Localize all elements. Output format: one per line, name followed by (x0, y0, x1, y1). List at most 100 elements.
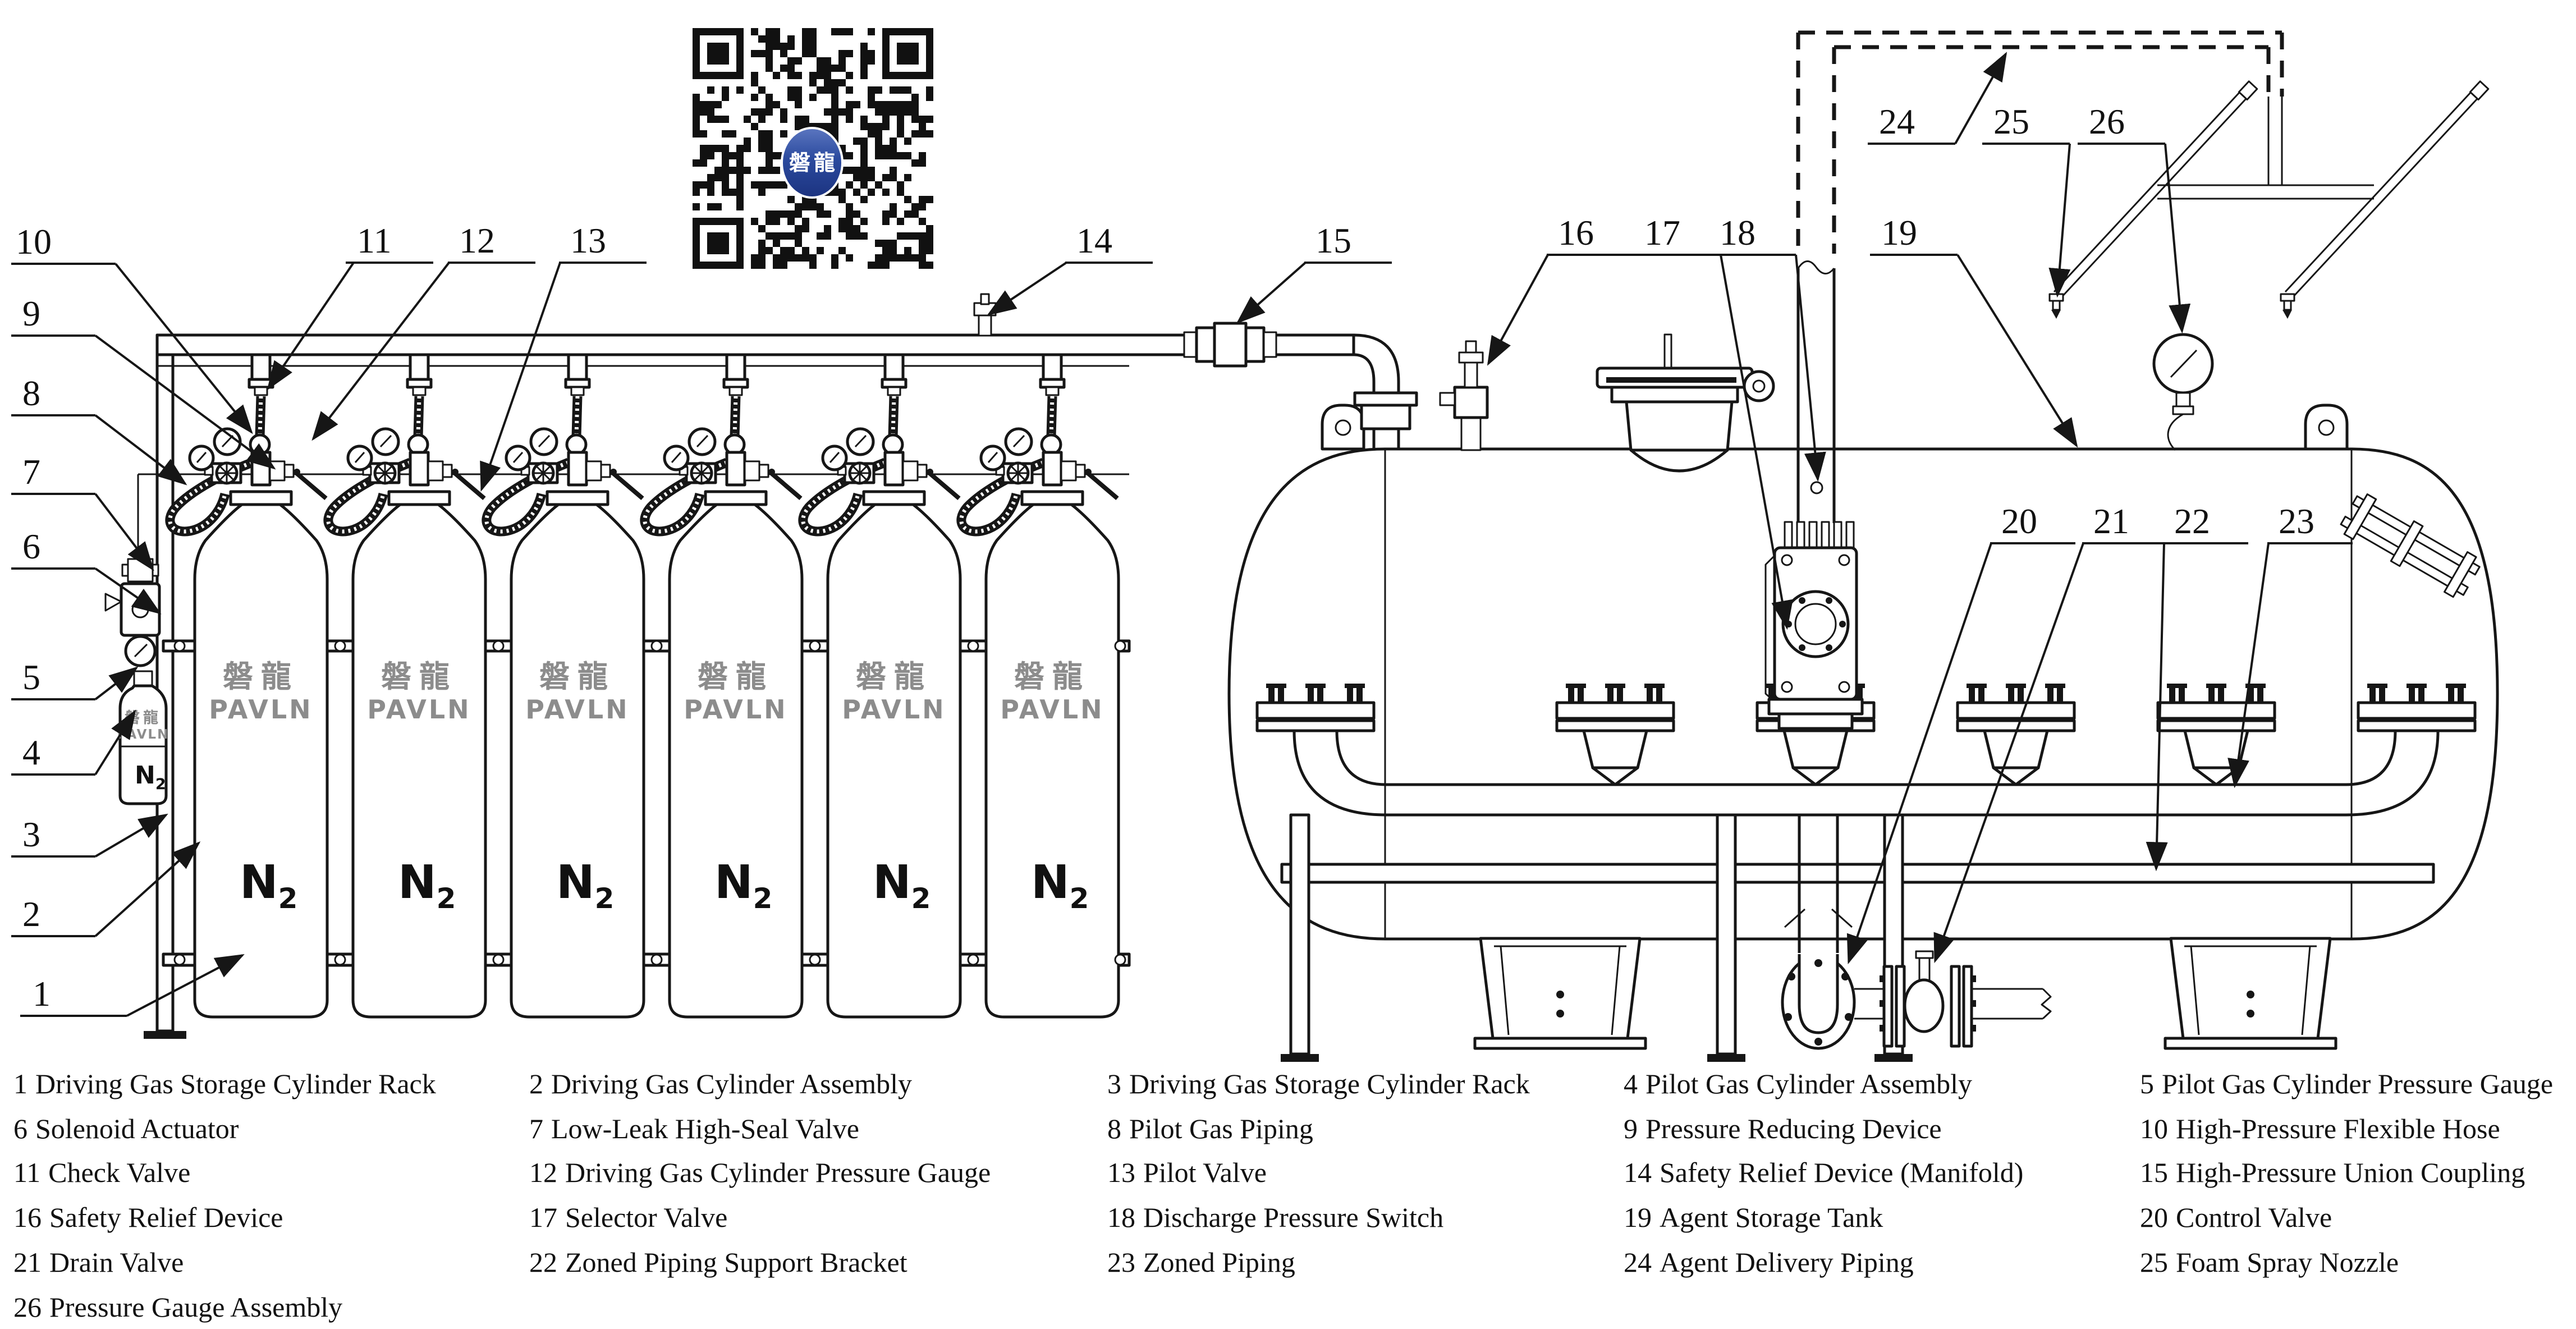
callout-number: 7 (22, 452, 40, 492)
driving-gas-manifold-pipe (155, 333, 1355, 356)
cylinder-label-1: 磐龍 PAVLN N2 (209, 659, 313, 915)
cylinder-brand-en: PAVLN (842, 694, 946, 725)
callout-7: 7 (11, 452, 154, 571)
callout-5: 5 (11, 657, 139, 700)
callout-25: 25 (1982, 102, 2071, 298)
cylinder-gas-label: N2 (398, 856, 456, 915)
callout-number: 3 (22, 814, 40, 854)
pilot-gas-label: N2 (135, 761, 166, 793)
callout-number: 4 (22, 732, 40, 772)
callout-number: 17 (1644, 213, 1680, 253)
callout-16: 16 (1487, 213, 1634, 366)
callout-number: 21 (2093, 501, 2129, 541)
callout-3: 3 (11, 813, 168, 858)
driving-gas-cylinders (170, 355, 1119, 1017)
callout-23: 23 (2227, 501, 2353, 789)
lifting-lug-left (1322, 405, 1364, 449)
cylinder-gas-label: N2 (714, 856, 772, 915)
callout-17: 17 (1633, 213, 1793, 630)
callout-number: 9 (22, 294, 40, 333)
callout-number: 13 (570, 221, 606, 260)
qr-code: 磐龍 (693, 28, 933, 269)
cylinder-label-4: 磐龍 PAVLN N2 (684, 659, 785, 915)
pilot-cylinder-pressure-gauge (124, 635, 157, 667)
callout-number: 20 (2001, 501, 2037, 541)
cylinder-brand-en: PAVLN (1000, 694, 1104, 725)
foam-spray-nozzle-right (2280, 293, 2295, 319)
lifting-lug-right (2305, 405, 2347, 449)
manhole (1596, 333, 1775, 473)
callout-26: 26 (2078, 102, 2191, 334)
callout-layer: 1 2 3 4 5 6 7 8 (11, 52, 2353, 1017)
callout-9: 9 (11, 294, 276, 470)
callout-24: 24 (1868, 52, 2007, 145)
callout-8: 8 (11, 373, 187, 485)
cylinder-labels: 磐龍 PAVLN N2 磐龍 PAVLN N2 磐龍 PAVLN N2 磐龍 P… (209, 659, 1104, 915)
pilot-brand-en: PAVLN (117, 727, 169, 742)
cylinder-brand-en: PAVLN (525, 694, 629, 725)
solenoid-actuator (104, 582, 161, 637)
callout-10: 10 (11, 222, 253, 434)
callout-number: 19 (1881, 213, 1917, 253)
callout-number: 25 (1993, 102, 2029, 141)
callout-number: 26 (2089, 102, 2125, 141)
callout-number: 14 (1076, 221, 1112, 260)
callout-4: 4 (11, 709, 136, 776)
callout-12: 12 (311, 221, 535, 441)
callout-13: 13 (480, 221, 647, 492)
callout-19: 19 (1870, 213, 2078, 448)
manifold-safety-relief-device (973, 293, 997, 337)
callout-18: 18 (1708, 213, 1826, 482)
callout-1: 1 (20, 954, 245, 1017)
cylinder-gas-label: N2 (240, 856, 297, 915)
qr-logo: 磐龍 (781, 127, 844, 199)
callout-number: 8 (22, 373, 40, 413)
pressure-gauge-assembly (2152, 333, 2214, 451)
cylinder-brand-cn: 磐龍 (223, 659, 299, 694)
strap-clamps (173, 640, 1126, 966)
drain-valve (1880, 950, 2052, 1048)
saddle-support-right (2165, 938, 2336, 1048)
cylinder-gas-label: N2 (1031, 856, 1089, 915)
qr-logo-text: 磐龍 (789, 150, 838, 175)
agent-delivery-piping-dashed (1796, 30, 2284, 254)
cylinder-label-2: 磐龍 PAVLN N2 (367, 659, 471, 915)
callout-number: 1 (33, 974, 51, 1014)
callout-20: 20 (1846, 501, 2075, 965)
union-coupling (1183, 322, 1277, 368)
agent-storage-tank (1227, 447, 2499, 941)
foam-spray-nozzle-left (2048, 293, 2064, 319)
callout-number: 22 (2174, 501, 2210, 541)
cylinder-brand-en: PAVLN (367, 694, 471, 725)
support-bracket-rail (1280, 863, 2435, 884)
callout-11: 11 (267, 221, 433, 391)
callout-14: 14 (987, 221, 1153, 316)
cylinder-brand-en: PAVLN (209, 694, 313, 725)
callout-22: 22 (2146, 501, 2248, 872)
rack-post (155, 333, 175, 1033)
low-leak-high-seal-valve (127, 558, 154, 583)
manifold-inlet-flange (1353, 391, 1418, 430)
